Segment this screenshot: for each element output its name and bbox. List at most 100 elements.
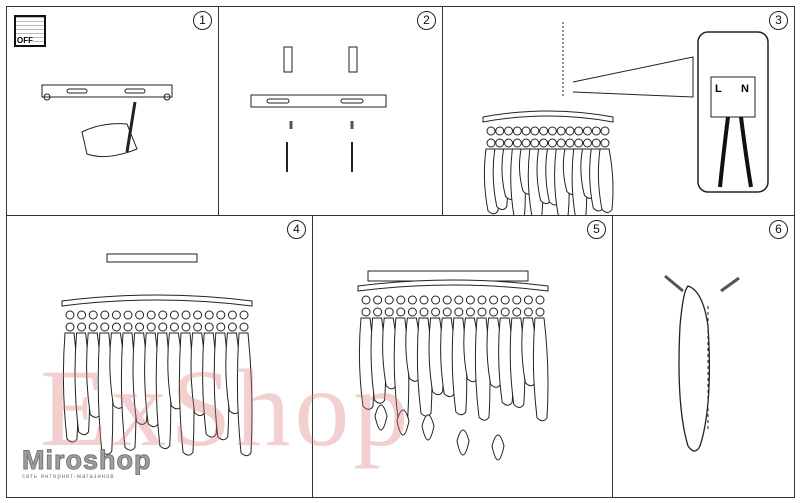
crystal-bead [193, 310, 203, 320]
logo-tagline: сеть интернет-магазинов [22, 474, 115, 480]
canopy [367, 270, 529, 282]
chandelier-mounting-drawing [61, 253, 253, 457]
crystal-bead [565, 138, 575, 148]
crystal-bead [512, 126, 522, 136]
crystal-bead [489, 295, 499, 305]
step-number: 2 [417, 11, 436, 30]
crystal-bead [227, 322, 237, 332]
crystal-bead [574, 126, 584, 136]
crystal-bead [512, 138, 522, 148]
crystal-bead [111, 310, 121, 320]
crystal-bead [454, 295, 464, 305]
crystal-bead [582, 138, 592, 148]
crystal-bead [204, 322, 214, 332]
crystal-bead [239, 322, 249, 332]
crystal-bead [504, 126, 514, 136]
terminal-live-label: L [715, 83, 722, 95]
terminal-neutral-label: N [741, 83, 749, 95]
crystal-bead [396, 295, 406, 305]
crystal-bead [135, 310, 145, 320]
crystal-bead [591, 138, 601, 148]
crystal-bead [465, 307, 475, 317]
crystal-bead [361, 295, 371, 305]
crystal-bead [216, 310, 226, 320]
crystal-bead [442, 307, 452, 317]
crystal-bead [539, 126, 549, 136]
crystal-bead [556, 126, 566, 136]
crystal-bead [500, 295, 510, 305]
light-bulb [491, 434, 505, 461]
crystal-bead [193, 322, 203, 332]
crystal-bead [123, 322, 133, 332]
miroshop-logo: Miroshop сеть интернет-магазинов [22, 445, 152, 480]
crystal-bead [495, 126, 505, 136]
crystal-bead [384, 307, 394, 317]
crystal-bead [216, 322, 226, 332]
crystal-bead [477, 307, 487, 317]
crystal-bead [512, 295, 522, 305]
crystal-bead [111, 322, 121, 332]
crystal-bead [486, 126, 496, 136]
step-6-panel: 6 [612, 215, 795, 498]
switch-off-label: OFF [17, 36, 33, 45]
step-number: 1 [193, 11, 212, 30]
crystal-bead [77, 310, 87, 320]
bulb-installation-drawing [357, 270, 549, 461]
crystal-bead [489, 307, 499, 317]
crystal-bead [600, 126, 610, 136]
crystal-bead [442, 295, 452, 305]
crystal-bead [361, 307, 371, 317]
crystal-bead [600, 138, 610, 148]
crystal-bead [373, 295, 383, 305]
wiring-drawing [482, 22, 769, 217]
crystal-bead [65, 310, 75, 320]
crystal-bead [169, 310, 179, 320]
crystal-bead [477, 295, 487, 305]
chandelier-frame [482, 110, 614, 123]
step-5-panel: 5 [312, 215, 613, 498]
step-number: 3 [769, 11, 788, 30]
crystal-bead [204, 310, 214, 320]
logo-name: Miroshop [22, 445, 152, 475]
crystal-bead [512, 307, 522, 317]
crystal-bead [100, 310, 110, 320]
light-bulb [421, 414, 435, 441]
crystal-bead [591, 126, 601, 136]
step-4-panel: 4 [6, 215, 313, 498]
crystal-bead [565, 126, 575, 136]
crystal-bead [158, 322, 168, 332]
crystal-bead [431, 307, 441, 317]
crystal-bead [227, 310, 237, 320]
light-bulb [456, 429, 470, 456]
step-number: 4 [287, 220, 306, 239]
crystal-bead [500, 307, 510, 317]
crystal-bead [77, 322, 87, 332]
crystal-bead [521, 138, 531, 148]
crystal-bead [146, 322, 156, 332]
step-number: 6 [769, 220, 788, 239]
crystal-bead [539, 138, 549, 148]
crystal-bead [486, 138, 496, 148]
crystal-bead [535, 307, 545, 317]
power-switch-icon: OFF [14, 15, 46, 47]
crystal-bead [419, 307, 429, 317]
crystal-bead [181, 310, 191, 320]
step-1-panel: 1 OFF [6, 6, 219, 216]
crystal-bead [239, 310, 249, 320]
crystal-bead [454, 307, 464, 317]
crystal-bead [396, 307, 406, 317]
crystal-drop [236, 332, 253, 457]
crystal-bead [431, 295, 441, 305]
light-bulb [374, 404, 388, 431]
crystal-bead [373, 307, 383, 317]
step-3-panel: 3 L N [442, 6, 795, 217]
step-2-panel: 2 [218, 6, 443, 216]
crystal-drop [532, 317, 549, 422]
crystal-bead [88, 310, 98, 320]
crystal-bead [523, 307, 533, 317]
crystal-bead [465, 295, 475, 305]
crystal-bead [384, 295, 394, 305]
crystal-bead [419, 295, 429, 305]
crystal-bead [169, 322, 179, 332]
crystal-drop [597, 148, 614, 214]
